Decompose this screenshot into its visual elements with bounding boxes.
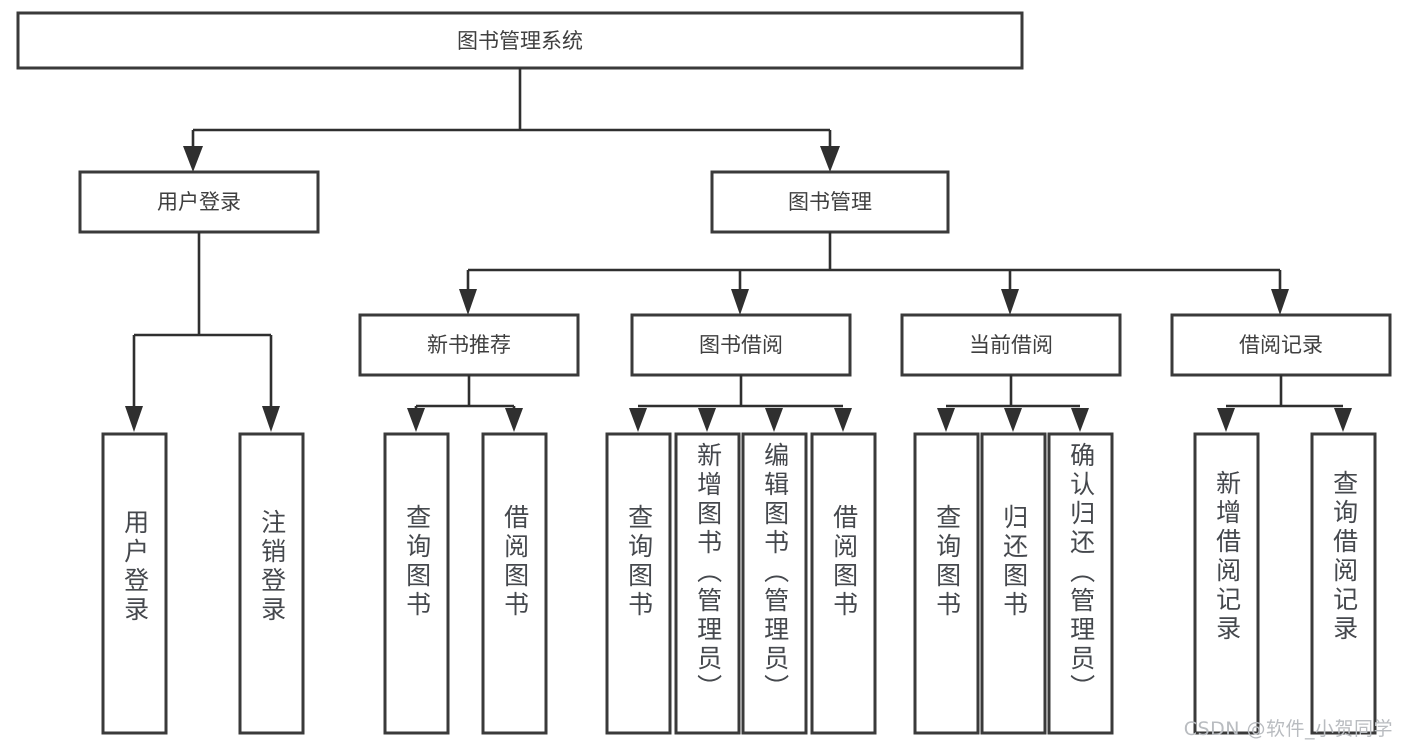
arrowhead-new-book-recommend-icon [459,289,477,315]
book-manage-box [710,170,950,234]
leaf-box-add-book [674,432,741,735]
arrowhead-leaf-query-book-1-icon [407,408,425,432]
arrowhead-leaf-return-book-icon [1004,408,1022,432]
arrowhead-leaf-edit-book-icon [765,408,783,432]
book-borrow-label: 图书借阅 [699,333,783,357]
arrowhead-book-manage-icon [820,146,840,172]
leaf-box-edit-book [741,432,808,735]
leaf-box-query-book-1 [383,432,450,735]
leaf-box-confirm-return [1047,432,1114,735]
watermark-text: CSDN @软件_小贺同学 [1183,718,1393,740]
node-borrow-record: 借阅记录 [1170,313,1392,377]
leaf-box-query-book-3 [913,432,980,735]
leaf-box-borrow-book-1 [481,432,548,735]
node-book-manage: 图书管理 [710,170,950,234]
leaf-box-add-record [1193,432,1260,735]
arrowhead-leaf-confirm-return-icon [1071,408,1089,432]
root-label: 图书管理系统 [457,29,583,53]
leaf-box-query-record [1310,432,1377,735]
node-user-login: 用户登录 [78,170,320,234]
new-book-recommend-box [358,313,580,377]
current-borrow-box [900,313,1122,377]
borrow-record-label: 借阅记录 [1239,333,1323,357]
current-borrow-label: 当前借阅 [969,333,1053,357]
node-new-book-recommend: 新书推荐 [358,313,580,377]
leaf-box-user-login [101,432,168,735]
arrowhead-current-borrow-icon [1001,289,1019,315]
new-book-recommend-label: 新书推荐 [427,333,511,357]
leaf-box-query-book-2 [605,432,672,735]
arrowhead-leaf-add-book-icon [698,408,716,432]
arrowhead-book-borrow-icon [731,289,749,315]
arrowhead-user-login-icon [183,146,203,172]
node-root: 图书管理系统 [16,11,1024,70]
arrowhead-leaf-query-record-icon [1334,408,1352,432]
arrowhead-leaf-user-login-icon [125,406,143,432]
user-login-label: 用户登录 [157,190,241,214]
arrowhead-leaf-query-book-2-icon [629,408,647,432]
book-manage-label: 图书管理 [788,190,872,214]
arrowhead-leaf-query-book-3-icon [937,408,955,432]
node-book-borrow: 图书借阅 [630,313,852,377]
leaf-box-return-book [980,432,1047,735]
borrow-record-box [1170,313,1392,377]
leaf-box-borrow-book-2 [810,432,877,735]
arrowhead-leaf-borrow-book-2-icon [834,408,852,432]
leaf-box-user-logout [238,432,305,735]
arrowhead-leaf-add-record-icon [1217,408,1235,432]
root-box [16,11,1024,70]
book-borrow-box [630,313,852,377]
arrowhead-leaf-user-logout-icon [262,406,280,432]
node-current-borrow: 当前借阅 [900,313,1122,377]
arrowhead-leaf-borrow-book-1-icon [505,408,523,432]
arrowhead-borrow-record-icon [1271,289,1289,315]
